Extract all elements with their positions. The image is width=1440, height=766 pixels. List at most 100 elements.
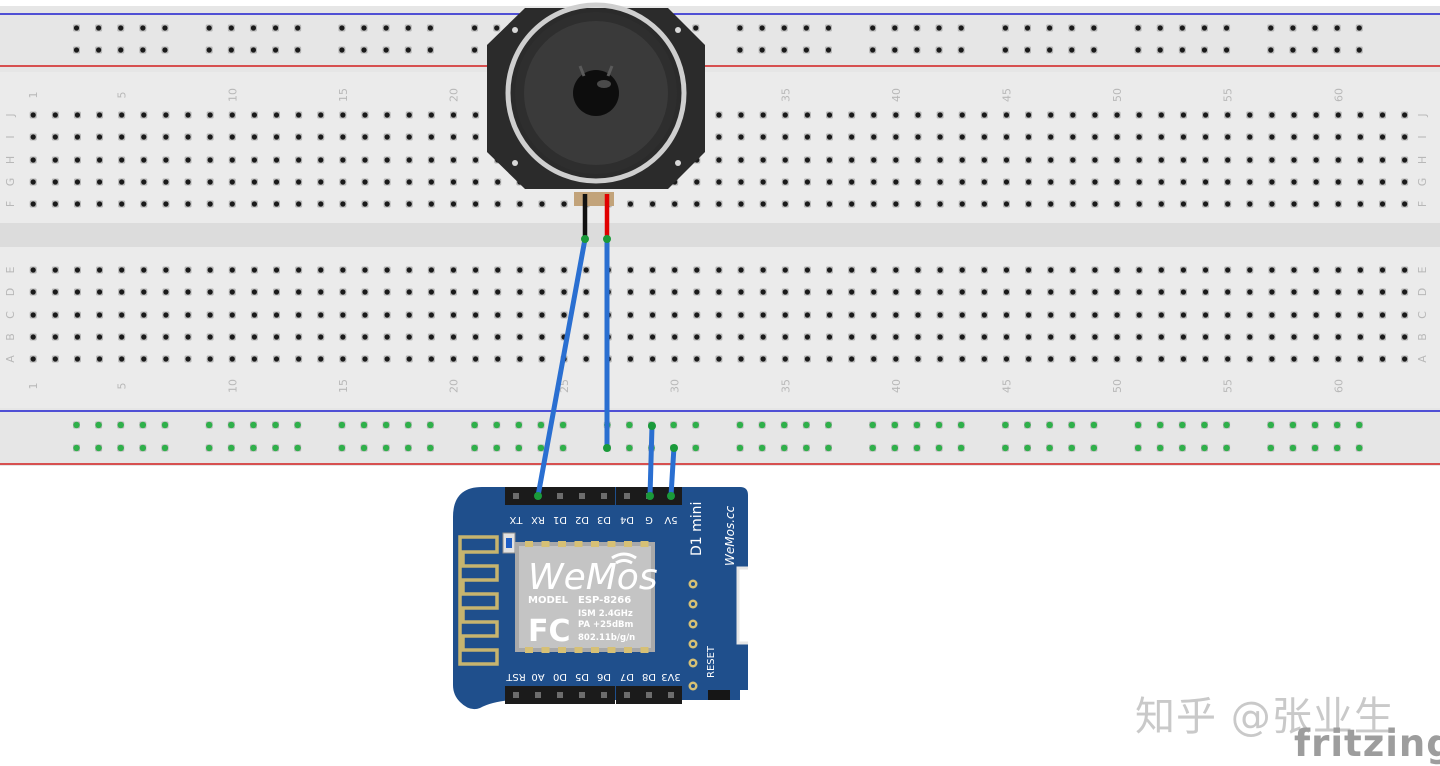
breadboard-hole xyxy=(539,334,545,340)
breadboard-hole xyxy=(1026,356,1032,362)
breadboard-hole xyxy=(627,201,634,207)
breadboard-hole xyxy=(1379,134,1386,140)
breadboard-hole xyxy=(1180,134,1187,140)
breadboard-hole xyxy=(495,356,501,362)
breadboard-hole xyxy=(1402,134,1408,140)
breadboard-hole-connected xyxy=(161,444,169,452)
breadboard-hole xyxy=(450,312,457,318)
breadboard-hole xyxy=(1290,25,1296,31)
breadboard-hole xyxy=(826,289,833,295)
breadboard-hole xyxy=(716,112,722,118)
breadboard-hole xyxy=(207,289,213,295)
breadboard-hole-connected xyxy=(471,421,478,429)
module-pad xyxy=(591,541,599,547)
row-letter-label: B xyxy=(4,333,17,341)
breadboard-hole xyxy=(251,312,257,318)
module-pad xyxy=(574,647,583,653)
column-number-label: 55 xyxy=(1222,88,1235,102)
breadboard-hole-connected xyxy=(427,421,434,429)
breadboard-hole xyxy=(627,267,634,273)
breadboard-hole xyxy=(163,356,169,362)
pin-label: TX xyxy=(509,514,523,525)
board-pad-hole xyxy=(691,602,695,606)
breadboard-hole-connected xyxy=(781,421,788,429)
breadboard-hole xyxy=(1048,157,1054,163)
breadboard-hole xyxy=(384,179,390,185)
breadboard-hole xyxy=(804,179,811,185)
breadboard-hole xyxy=(539,289,545,295)
breadboard-hole xyxy=(406,356,412,362)
column-number-label: 5 xyxy=(116,92,129,99)
wire-rail-to-5v[interactable] xyxy=(668,445,677,499)
breadboard-hole xyxy=(760,134,766,140)
breadboard-hole xyxy=(162,47,168,53)
breadboard-hole xyxy=(1247,112,1253,118)
breadboard-hole-connected xyxy=(95,444,102,452)
breadboard-hole xyxy=(782,289,788,295)
breadboard-hole xyxy=(826,157,833,163)
breadboard-hole xyxy=(163,289,169,295)
breadboard-hole-connected xyxy=(294,444,301,452)
breadboard-hole xyxy=(1379,157,1386,163)
row-letter-label: A xyxy=(4,355,17,363)
breadboard-hole xyxy=(1247,356,1253,362)
breadboard-hole xyxy=(185,356,191,362)
breadboard-hole xyxy=(1048,289,1054,295)
breadboard-hole xyxy=(1048,134,1054,140)
breadboard-hole xyxy=(296,134,302,140)
breadboard-hole xyxy=(251,134,257,140)
breadboard-hole xyxy=(871,312,877,318)
breadboard-hole xyxy=(1003,157,1010,163)
breadboard-hole xyxy=(52,356,58,362)
breadboard-hole xyxy=(362,312,368,318)
breadboard-hole-connected xyxy=(427,444,434,452)
breadboard-hole xyxy=(406,112,412,118)
breadboard-hole xyxy=(473,201,479,207)
reset-button[interactable] xyxy=(708,690,730,700)
breadboard-hole-connected xyxy=(493,444,500,452)
breadboard-hole xyxy=(1202,201,1209,207)
breadboard-hole xyxy=(340,312,346,318)
breadboard-hole xyxy=(1379,112,1386,118)
breadboard-hole xyxy=(296,157,302,163)
breadboard-hole xyxy=(1335,112,1341,118)
breadboard-hole xyxy=(318,179,324,185)
breadboard-hole xyxy=(1136,356,1142,362)
breadboard-hole xyxy=(1180,356,1187,362)
header-pin-contact xyxy=(601,692,607,698)
breadboard-hole xyxy=(74,356,81,362)
breadboard-hole xyxy=(74,179,81,185)
breadboard-hole xyxy=(185,157,191,163)
breadboard-hole xyxy=(1223,25,1230,31)
breadboard-hole xyxy=(804,157,811,163)
breadboard-hole-connected xyxy=(161,421,169,429)
breadboard-hole-connected xyxy=(73,421,80,429)
breadboard-hole-connected xyxy=(95,421,102,429)
breadboard-hole xyxy=(273,201,280,207)
breadboard-hole xyxy=(428,179,434,185)
breadboard-hole xyxy=(781,47,787,53)
breadboard-hole xyxy=(1070,179,1076,185)
board-pad-hole xyxy=(691,582,695,586)
wire-speaker-negative-to-rx[interactable] xyxy=(535,236,588,499)
wire-rail-to-ground[interactable] xyxy=(647,423,655,499)
breadboard-hole xyxy=(1048,112,1054,118)
breadboard-hole-connected xyxy=(825,421,832,429)
breadboard-hole xyxy=(384,157,390,163)
breadboard-hole xyxy=(52,334,58,340)
breadboard-hole xyxy=(759,47,765,53)
breadboard-hole xyxy=(1313,356,1319,362)
breadboard-hole xyxy=(427,25,433,31)
breadboard-hole xyxy=(185,334,191,340)
breadboard-hole xyxy=(1269,267,1275,273)
breadboard-hole xyxy=(495,179,501,185)
breadboard-hole xyxy=(871,201,877,207)
breadboard-hole xyxy=(915,267,921,273)
breadboard-hole xyxy=(959,157,965,163)
breadboard-hole xyxy=(1114,201,1120,207)
breadboard-hole xyxy=(915,356,921,362)
breadboard-hole xyxy=(517,267,523,273)
column-number-label: 1 xyxy=(27,92,40,99)
breadboard-hole xyxy=(141,201,147,207)
header-pin-contact xyxy=(513,493,519,499)
